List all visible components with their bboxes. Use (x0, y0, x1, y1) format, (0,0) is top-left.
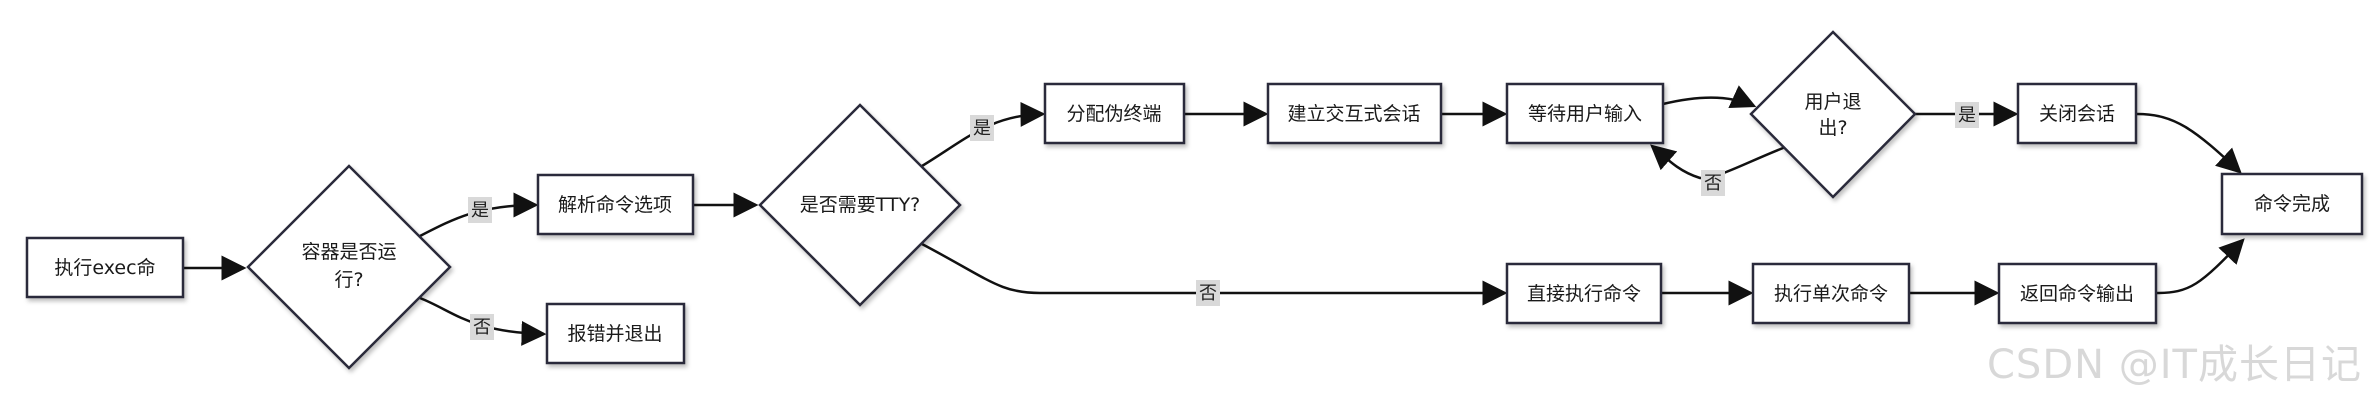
node-user-exit-label-1: 用户退 (1804, 91, 1861, 113)
node-exec-cmd-label: 执行exec命 (54, 257, 155, 279)
node-container-running-diamond (246, 164, 452, 370)
edge-label-yes-userexit: 是 (1958, 105, 1976, 126)
node-wait-input-label: 等待用户输入 (1528, 103, 1642, 125)
node-alloc-pty-label: 分配伪终端 (1066, 103, 1161, 125)
node-exec-single-label: 执行单次命令 (1774, 283, 1888, 305)
node-cmd-done-label: 命令完成 (2254, 193, 2330, 215)
node-parse-opts-box (536, 173, 695, 236)
node-direct-exec-label: 直接执行命令 (1527, 283, 1641, 305)
node-interactive-session-label: 建立交互式会话 (1287, 103, 1420, 125)
edge-label-yes-tty: 是 (973, 118, 991, 139)
edge-container-no-error (419, 296, 547, 346)
node-exec-cmd-box (25, 236, 185, 299)
node-need-tty-diamond (758, 103, 962, 307)
edge-tty-no-direct (921, 242, 1508, 306)
edge-close-to-done (2136, 112, 2242, 174)
node-return-output-label: 返回命令输出 (2020, 283, 2134, 305)
node-return-output-box (1997, 262, 2158, 325)
watermark: CSDN @IT成长日记 (1987, 342, 2362, 388)
node-alloc-pty-box (1043, 82, 1186, 145)
node-need-tty-label: 是否需要TTY? (800, 194, 921, 216)
edge-label-no-userexit: 否 (1704, 173, 1722, 194)
node-error-exit-box (545, 302, 686, 365)
node-error-exit-label: 报错并退出 (567, 323, 662, 345)
node-user-exit-diamond (1749, 30, 1917, 199)
node-close-session-label: 关闭会话 (2039, 103, 2115, 125)
edge-label-no-container: 否 (473, 317, 491, 338)
node-parse-opts-label: 解析命令选项 (558, 194, 672, 216)
node-user-exit-label-2: 出? (1818, 117, 1847, 139)
edge-return-to-done (2155, 238, 2245, 295)
node-close-session-box (2016, 82, 2138, 145)
node-exec-single-box (1751, 262, 1911, 325)
edge-label-no-tty: 否 (1199, 283, 1217, 304)
node-interactive-session-box (1266, 82, 1443, 145)
edge-userexit-no-wait (1650, 144, 1789, 180)
edge-label-yes-container: 是 (471, 200, 489, 221)
node-cmd-done-box (2220, 172, 2364, 236)
node-direct-exec-box (1505, 262, 1663, 325)
node-container-running-label-1: 容器是否运 (301, 241, 396, 263)
node-container-running-label-2: 行? (334, 269, 363, 291)
node-wait-input-box (1505, 82, 1665, 145)
edge-wait-to-userexit (1662, 85, 1757, 109)
